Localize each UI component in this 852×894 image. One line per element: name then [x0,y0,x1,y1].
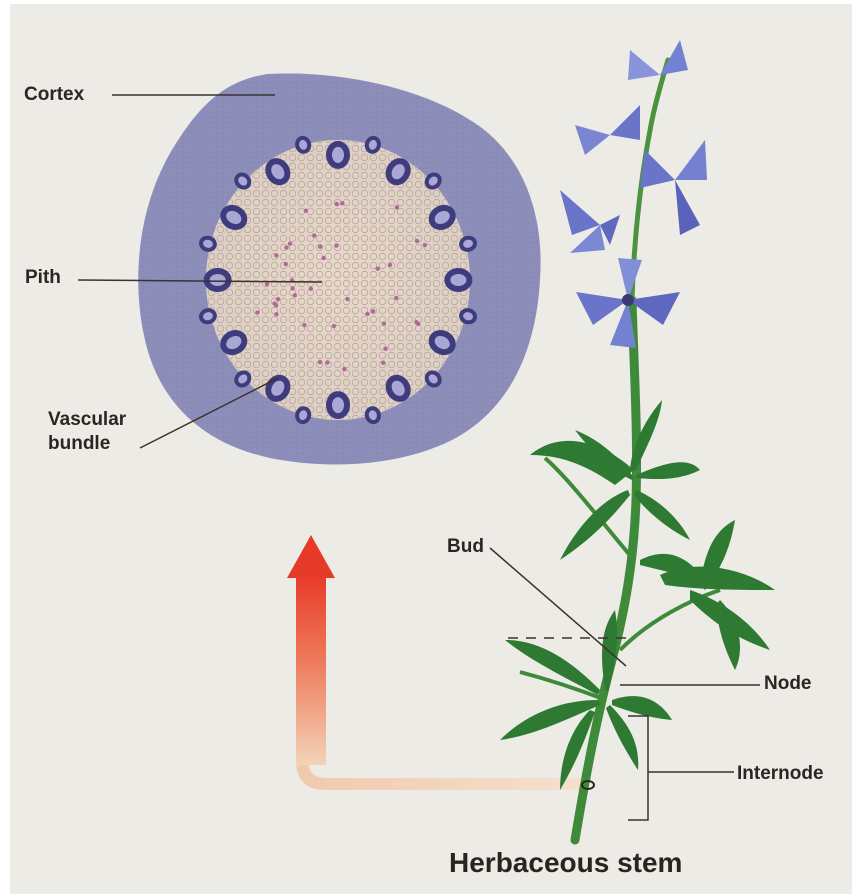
cortex-label: Cortex [24,83,84,107]
vascular-bundle-label-line2: bundle [48,432,126,456]
vascular-bundle [326,391,350,419]
flower-bud-top [628,40,688,80]
pith-dot [388,263,392,267]
pith-dot [334,243,338,247]
pith-dot [415,239,419,243]
pith-dot [321,256,325,260]
bud-label: Bud [447,535,484,559]
pith-dot [395,205,399,209]
pith-dot [423,243,427,247]
pith-dot [293,293,297,297]
pith-dot [309,287,313,291]
pith-dot [284,262,288,266]
flower-cluster [560,40,707,348]
pith-dot [274,253,278,257]
main-stem [575,300,637,840]
vascular-bundle [326,141,350,169]
node-label: Node [764,672,812,696]
pith-dot [383,346,387,350]
pith-dot [325,360,329,364]
pith-dot [381,361,385,365]
pith-dot [288,242,292,246]
pith-dot [345,297,349,301]
flower-mid-left [560,190,620,253]
vascular-bundle [444,268,472,292]
pith-dot [284,245,288,249]
pith-dot [274,303,278,307]
pith-dot [340,201,344,205]
arrow-head [287,535,335,578]
pith-label: Pith [25,266,61,290]
internode-label: Internode [737,762,824,786]
pith-dot [342,367,346,371]
flower-large [576,258,680,348]
pith-dot [304,208,308,212]
pith-dot [416,322,420,326]
vascular-bundle-label-line1: Vascular [48,408,126,432]
pith-dot [318,244,322,248]
flower-mid-right [640,140,707,235]
pith-dot [371,309,375,313]
pith-dot [382,321,386,325]
vascular-bundle-label: Vascular bundle [48,408,126,456]
pith-dot [265,282,269,286]
pith-dot [332,324,336,328]
vascular-bundle [204,268,232,292]
pith-dot [318,360,322,364]
figure-caption: Herbaceous stem [449,846,682,880]
pith-dot [335,202,339,206]
pith-dot [376,266,380,270]
pith-dot [394,296,398,300]
pith-dot [274,312,278,316]
flower-upper [575,105,640,155]
plant-illustration [500,40,775,840]
pith-dot [302,323,306,327]
bud-leader [490,548,626,666]
stem-cross-section [138,73,540,464]
pith-dot [312,233,316,237]
pith-dot [255,310,259,314]
pith-dot [276,297,280,301]
pith-dot [365,312,369,316]
pith-dot [290,286,294,290]
